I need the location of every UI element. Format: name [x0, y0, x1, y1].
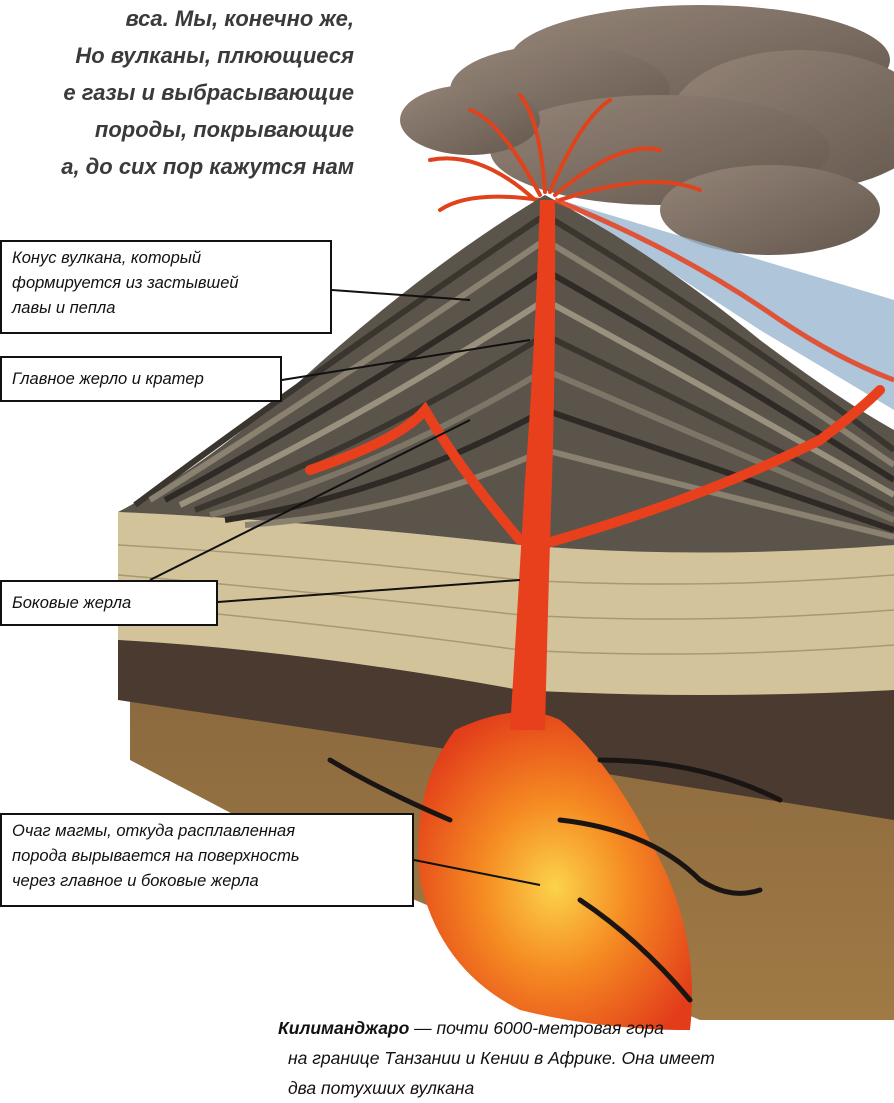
- label-line: Очаг магмы, откуда расплавленная: [12, 819, 402, 844]
- label-line: порода вырывается на поверхность: [12, 844, 402, 869]
- label-magma-chamber: Очаг магмы, откуда расплавленная порода …: [0, 813, 414, 907]
- label-line: через главное и боковые жерла: [12, 869, 402, 894]
- label-side-vents: Боковые жерла: [0, 580, 218, 626]
- label-line: Боковые жерла: [12, 586, 206, 620]
- intro-line: а, до сих пор кажутся нам: [0, 148, 354, 185]
- caption-line: — почти 6000-метровая гора: [409, 1018, 664, 1038]
- label-line: Главное жерло и кратер: [12, 362, 270, 396]
- intro-line: породы, покрывающие: [0, 111, 354, 148]
- intro-line: Но вулканы, плюющиеся: [0, 37, 354, 74]
- label-main-vent: Главное жерло и кратер: [0, 356, 282, 402]
- intro-line: е газы и выбрасывающие: [0, 74, 354, 111]
- caption-term: Килиманджаро: [278, 1018, 409, 1038]
- smoke-cloud: [400, 5, 894, 255]
- caption-line: два потухших вулкана: [278, 1073, 878, 1103]
- kilimanjaro-caption: Килиманджаро — почти 6000-метровая гора …: [278, 1013, 878, 1103]
- label-line: формируется из застывшей: [12, 271, 320, 296]
- intro-line: вса. Мы, конечно же,: [0, 0, 354, 37]
- intro-text: вса. Мы, конечно же, Но вулканы, плюющие…: [0, 0, 354, 185]
- label-line: лавы и пепла: [12, 296, 320, 321]
- caption-line: на границе Танзании и Кении в Африке. Он…: [278, 1043, 878, 1073]
- label-cone: Конус вулкана, который формируется из за…: [0, 240, 332, 334]
- label-line: Конус вулкана, который: [12, 246, 320, 271]
